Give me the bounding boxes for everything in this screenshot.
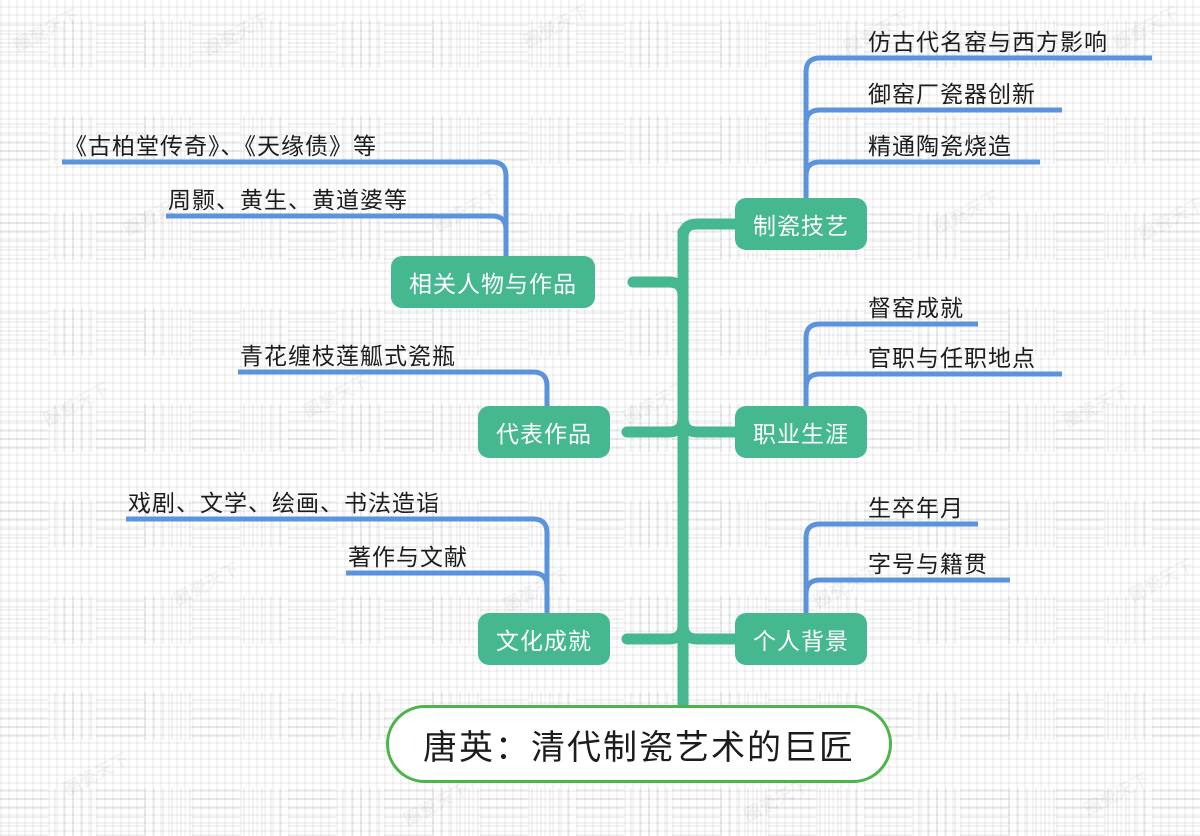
trunk-to-职业生涯 [677,412,741,438]
root-node[interactable]: 唐英：清代制瓷艺术的巨匠 [386,705,892,783]
leaf-node-label: 周颢、黄生、黄道婆等 [168,187,408,213]
leaf-node-label: 仿古代名窑与西方影响 [868,29,1108,55]
root-node-label: 唐英：清代制瓷艺术的巨匠 [423,728,855,767]
leaf-node-label: 字号与籍贯 [868,551,988,577]
leaf-node-古柏堂传奇天缘债等[interactable]: 《古柏堂传奇》、《天缘债》等 [62,126,379,162]
leaf-node-生卒年月[interactable]: 生卒年月 [866,488,966,524]
branch-node-相关人物与作品[interactable]: 相关人物与作品 [391,256,595,308]
leaf-connector-古柏堂传奇 [456,159,509,256]
leaf-node-督窑成就[interactable]: 督窑成就 [866,288,966,324]
leaf-node-label: 官职与任职地点 [868,345,1036,371]
branch-node-label: 相关人物与作品 [409,271,577,297]
leaf-node-label: 戏剧、文学、绘画、书法造诣 [128,490,440,516]
leaf-node-label: 督窑成就 [868,295,964,321]
branch-node-label: 职业生涯 [753,421,849,447]
branch-node-个人背景[interactable]: 个人背景 [735,613,867,665]
leaf-connector-生卒年月 [803,521,856,613]
trunk-to-代表作品 [621,412,689,438]
leaf-connector-周颢黄生黄道婆 [456,213,509,256]
trunk-to-相关人物与作品 [627,276,689,302]
leaf-node-仿古代名窑与西方影响[interactable]: 仿古代名窑与西方影响 [866,22,1110,58]
leaf-node-精通陶瓷烧造[interactable]: 精通陶瓷烧造 [866,126,1014,162]
leaf-node-label: 《古柏堂传奇》、《天缘债》等 [64,133,377,159]
leaf-node-label: 著作与文献 [348,544,468,570]
leaf-node-戏剧文学绘画书法造诣[interactable]: 戏剧、文学、绘画、书法造诣 [126,483,442,519]
leaf-node-label: 生卒年月 [868,495,964,521]
leaf-connector-御窑厂瓷器创新 [803,107,856,198]
branch-node-label: 文化成就 [496,628,592,654]
leaf-connector-青花缠枝莲觚式瓷瓶 [496,369,550,406]
trunk-to-个人背景 [677,619,741,645]
leaf-node-label: 精通陶瓷烧造 [868,133,1012,159]
leaf-node-周颢黄生黄道婆等[interactable]: 周颢、黄生、黄道婆等 [166,180,410,216]
leaf-connector-字号与籍贯 [803,577,856,613]
leaf-connector-督窑成就 [803,321,856,406]
leaf-connector-官职与任职地点 [803,371,856,406]
branch-node-label: 代表作品 [496,421,592,447]
branch-node-label: 个人背景 [753,628,849,654]
trunk-to-文化成就 [621,619,689,645]
leaf-connector-著作与文献 [496,570,550,613]
leaf-node-label: 御窑厂瓷器创新 [868,81,1036,107]
trunk-to-制瓷技艺 [677,218,741,254]
branch-node-label: 制瓷技艺 [753,213,849,239]
branch-node-文化成就[interactable]: 文化成就 [478,613,610,665]
leaf-node-御窑厂瓷器创新[interactable]: 御窑厂瓷器创新 [866,74,1038,110]
leaf-node-官职与任职地点[interactable]: 官职与任职地点 [866,338,1038,374]
branch-node-代表作品[interactable]: 代表作品 [478,406,610,458]
leaf-connector-仿古代名窑与西方影响 [803,55,856,198]
leaf-connector-戏剧文学绘画书法造诣 [496,516,550,613]
leaf-connector-精通陶瓷烧造 [803,159,856,198]
branch-node-制瓷技艺[interactable]: 制瓷技艺 [735,198,867,250]
branch-node-职业生涯[interactable]: 职业生涯 [735,406,867,458]
leaf-node-著作与文献[interactable]: 著作与文献 [346,537,470,573]
leaf-node-label: 青花缠枝莲觚式瓷瓶 [240,343,456,369]
leaf-node-字号与籍贯[interactable]: 字号与籍贯 [866,544,990,580]
leaf-node-青花缠枝莲觚式瓷瓶[interactable]: 青花缠枝莲觚式瓷瓶 [238,336,458,372]
